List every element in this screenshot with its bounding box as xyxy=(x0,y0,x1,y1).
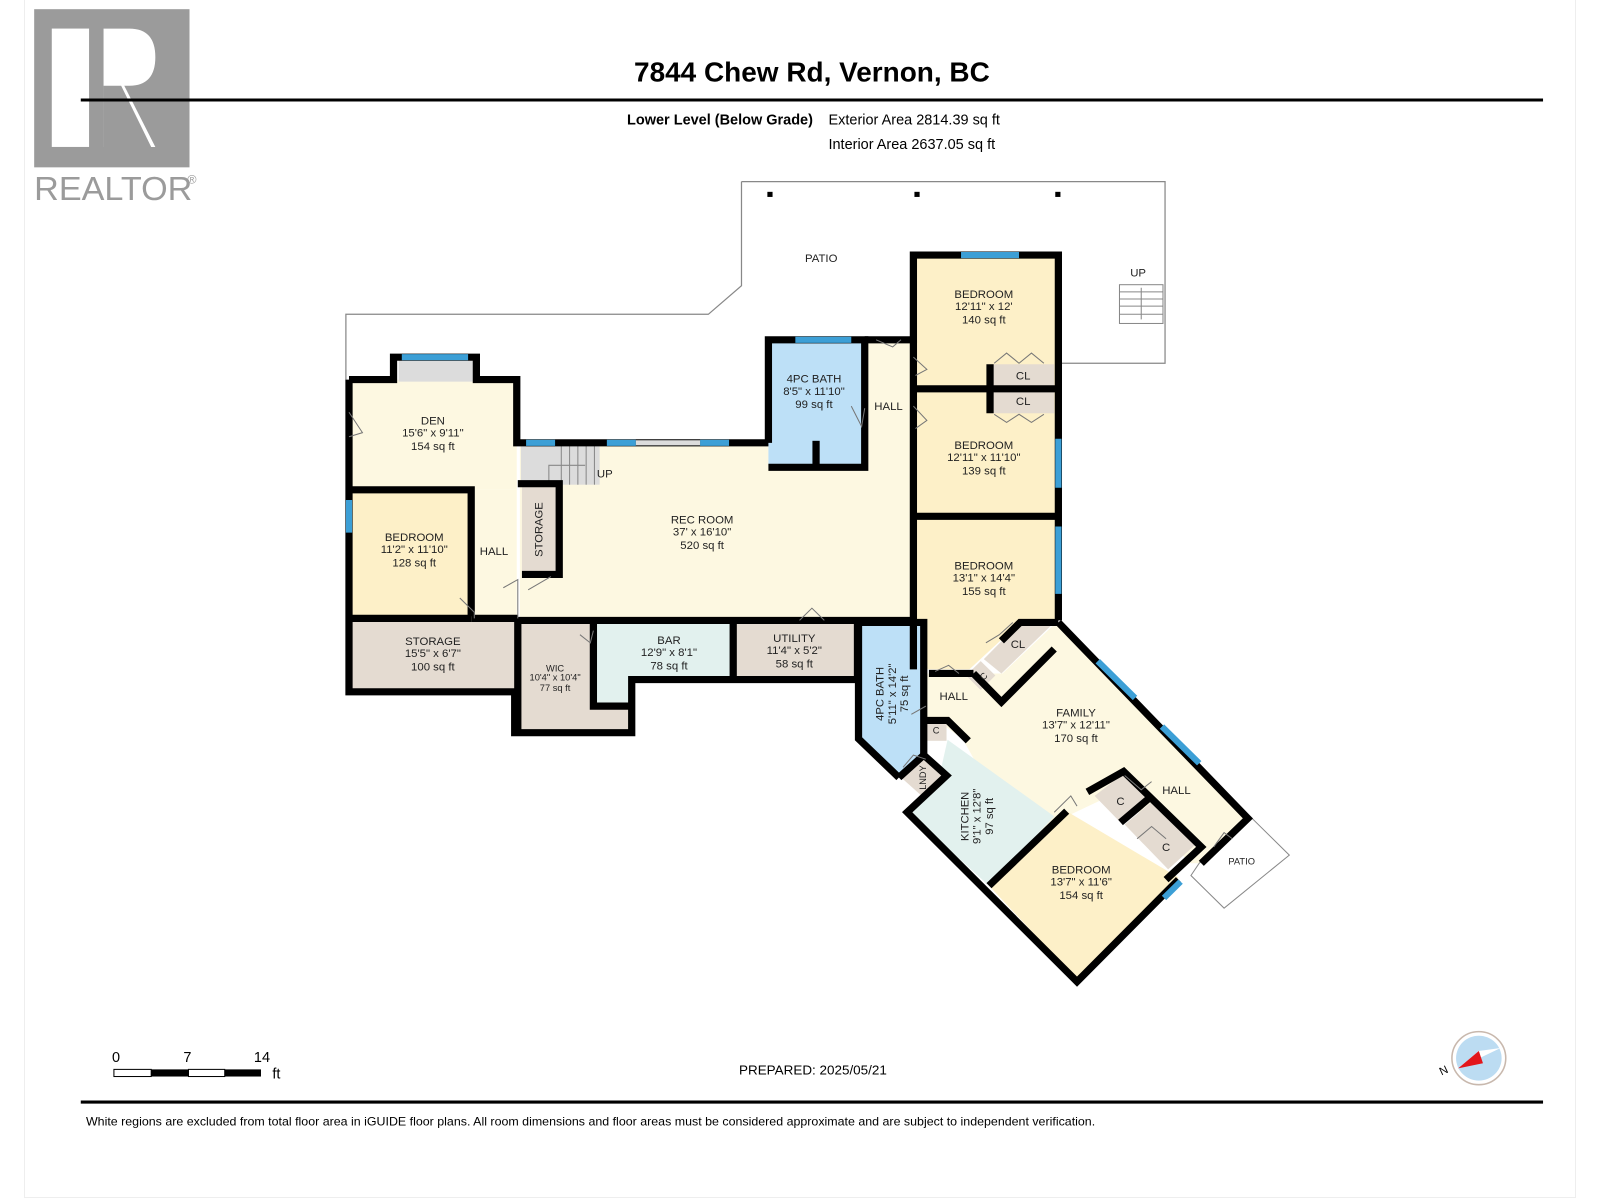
den-name: DEN xyxy=(421,416,445,428)
bedroom-ne2-dims: 12'11" x 11'10" xyxy=(947,452,1020,464)
room-storage xyxy=(348,620,515,690)
bedroom-east-name: BEDROOM xyxy=(954,560,1013,572)
kitchen-name: KITCHEN xyxy=(959,792,971,841)
kitchen-area: 97 sq ft xyxy=(984,797,996,835)
utility-dims: 11'4" x 5'2" xyxy=(767,645,822,657)
bedroom-west-dims: 11'2" x 11'10" xyxy=(381,544,448,556)
bath-2-name: 4PC BATH xyxy=(874,667,886,721)
bath-2-dims: 5'11" x 14'2" xyxy=(887,664,899,725)
bar-dims: 12'9" x 8'1" xyxy=(641,647,697,659)
bedroom-west-name: BEDROOM xyxy=(385,532,444,544)
closet-c1-label: C xyxy=(978,670,990,682)
patio-north-label: PATIO xyxy=(805,253,838,265)
scale-tick-7: 7 xyxy=(183,1050,191,1066)
family-area: 170 sq ft xyxy=(1054,733,1099,745)
footer-disclaimer: White regions are excluded from total fl… xyxy=(86,1115,1095,1129)
bedroom-ne1-name: BEDROOM xyxy=(954,289,1013,301)
bedroom-south-area: 154 sq ft xyxy=(1059,890,1104,902)
closet-3-label: CL xyxy=(1011,639,1026,651)
realtor-logo: REALTOR ® xyxy=(34,9,197,208)
bedroom-ne1-dims: 12'11" x 12' xyxy=(955,301,1013,313)
room-utility xyxy=(733,622,856,678)
bedroom-south-name: BEDROOM xyxy=(1052,865,1111,877)
wic-name: WIC xyxy=(546,663,564,673)
scale-bar: 0 7 14 ft xyxy=(112,1050,280,1082)
closet-1-label: CL xyxy=(1016,371,1031,383)
kitchen-dims: 9'1" x 12'8" xyxy=(972,789,984,844)
room-bath-2 xyxy=(858,622,924,776)
patio-southeast-label: PATIO xyxy=(1228,856,1255,866)
den-dims: 15'6" x 9'11" xyxy=(402,428,464,440)
scale-tick-0: 0 xyxy=(112,1050,120,1066)
room-rec xyxy=(519,339,914,621)
interior-area: Interior Area 2637.05 sq ft xyxy=(828,137,995,153)
wic-area: 77 sq ft xyxy=(540,683,571,693)
family-name: FAMILY xyxy=(1056,707,1096,719)
bath-1-area: 99 sq ft xyxy=(795,399,833,411)
registered-mark: ® xyxy=(187,173,196,187)
bedroom-ne2-area: 139 sq ft xyxy=(962,466,1007,478)
storage-dims: 15'5" x 6'7" xyxy=(405,648,461,660)
room-wic xyxy=(517,622,632,731)
closet-1 xyxy=(990,364,1055,387)
hall-south-label: HALL xyxy=(940,691,968,703)
family-dims: 13'7" x 12'11" xyxy=(1042,720,1110,732)
bar-name: BAR xyxy=(657,635,680,647)
exterior-area: Exterior Area 2814.39 sq ft xyxy=(828,113,999,129)
room-bedroom-west xyxy=(352,489,472,617)
scale-tick-14: 14 xyxy=(254,1050,270,1066)
hall-southeast-label: HALL xyxy=(1162,785,1190,797)
utility-name: UTILITY xyxy=(773,633,816,645)
rec-room-area: 520 sq ft xyxy=(680,540,725,552)
room-storage-small xyxy=(521,484,558,575)
page-frame xyxy=(24,0,1576,1198)
bedroom-ne2-name: BEDROOM xyxy=(954,440,1013,452)
bedroom-south-dims: 13'7" x 11'6" xyxy=(1050,877,1112,889)
bath-1-dims: 8'5" x 11'10" xyxy=(783,386,845,398)
prepared-date: PREPARED: 2025/05/21 xyxy=(739,1063,887,1078)
hall-north-label: HALL xyxy=(874,401,902,413)
bar-area: 78 sq ft xyxy=(650,660,688,672)
storage-name: STORAGE xyxy=(405,636,461,648)
room-den xyxy=(348,379,517,490)
storage-area: 100 sq ft xyxy=(411,661,456,673)
stairs-up-label: UP xyxy=(597,469,613,481)
compass-icon: N xyxy=(1438,1030,1507,1086)
closet-c2 xyxy=(925,720,947,741)
closet-c2-label: C xyxy=(933,726,940,736)
closet-2-label: CL xyxy=(1016,396,1031,408)
patio-stairs-up-label: UP xyxy=(1130,268,1146,280)
bath-2-area: 75 sq ft xyxy=(899,675,911,713)
floor-plan: PATIO UP xyxy=(345,181,1291,987)
room-bedroom-east xyxy=(915,518,1057,670)
den-area: 154 sq ft xyxy=(411,441,456,453)
windows xyxy=(345,252,1202,901)
bedroom-east-area: 155 sq ft xyxy=(962,586,1007,598)
storage-small-label: STORAGE xyxy=(534,502,546,557)
bath-1-name: 4PC BATH xyxy=(787,374,842,386)
closet-se2-label: C xyxy=(1162,842,1170,854)
page-title: 7844 Chew Rd, Vernon, BC xyxy=(634,57,990,88)
wic-dims: 10'4" x 10'4" xyxy=(530,673,581,683)
closet-se-2 xyxy=(1124,802,1196,870)
compass-north-label: N xyxy=(1438,1064,1451,1078)
closet-3 xyxy=(983,622,1055,674)
doors xyxy=(348,339,1233,848)
closet-se1-label: C xyxy=(1116,796,1124,808)
level-label: Lower Level (Below Grade) xyxy=(627,113,813,129)
closet-2 xyxy=(990,390,1055,414)
utility-area: 58 sq ft xyxy=(776,658,814,670)
bedroom-ne1-area: 140 sq ft xyxy=(962,315,1007,327)
room-bedroom-south xyxy=(988,811,1179,980)
room-hall-west xyxy=(471,489,517,621)
laundry-label: LNDY xyxy=(918,765,928,790)
bedroom-east-dims: 13'1" x 14'4" xyxy=(953,573,1015,585)
hall-west-label: HALL xyxy=(480,546,508,558)
logo-text: REALTOR xyxy=(34,170,192,208)
bedroom-west-area: 128 sq ft xyxy=(392,557,437,569)
patio-stairs xyxy=(1118,284,1164,324)
scale-unit: ft xyxy=(272,1067,280,1083)
rec-room-name: REC ROOM xyxy=(671,515,734,527)
rec-room-dims: 37' x 16'10" xyxy=(673,527,731,539)
